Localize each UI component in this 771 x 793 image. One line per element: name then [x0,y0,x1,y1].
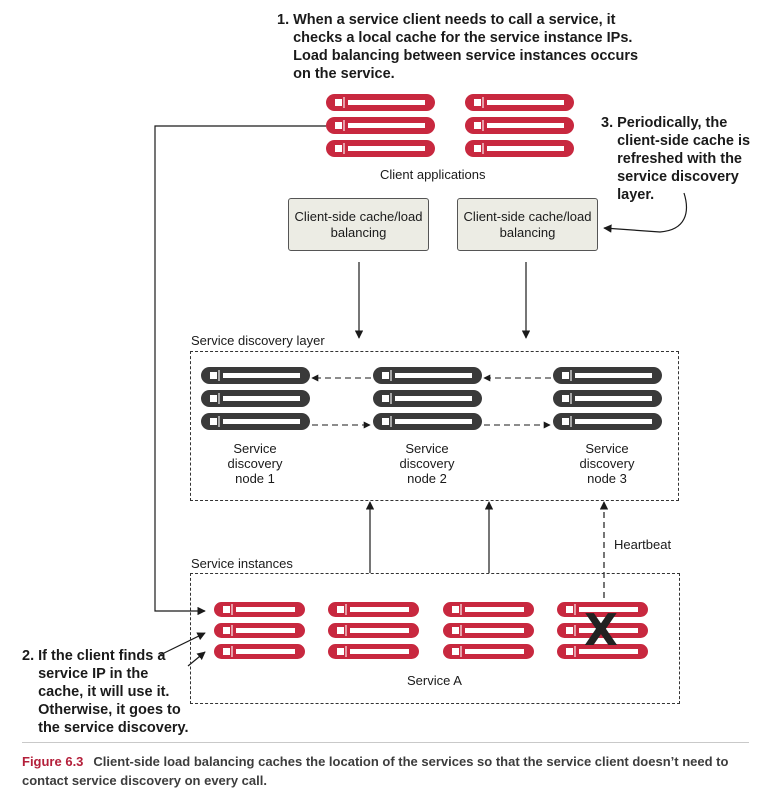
server-unit [326,94,435,111]
service-instance-2 [328,602,419,659]
server-unit [465,117,574,134]
service-instance-3 [443,602,534,659]
discovery-layer-box [190,351,679,501]
client-app-server-1 [326,94,435,157]
service-a-label: Service A [407,673,462,688]
failed-instance-x-mark: X [584,605,618,656]
client-cache-box-1: Client-side cache/load balancing [288,198,429,251]
heartbeat-label: Heartbeat [614,537,672,552]
step2-arrow-top [159,632,206,656]
discovery-node-2-label: Service discovery node 2 [399,441,455,486]
server-unit [373,367,482,384]
server-unit [557,602,648,617]
service-instances-box [190,573,680,704]
annotation-step-1: 1. When a service client needs to call a… [277,12,639,82]
server-unit [553,413,662,430]
server-unit [553,367,662,384]
annotation-step-2: 2. If the client finds a service IP in t… [22,648,189,736]
figure-number: Figure 6.3 [22,754,84,769]
service-instance-1 [214,602,305,659]
discovery-layer-label: Service discovery layer [191,333,325,348]
server-unit [443,623,534,638]
server-unit [465,140,574,157]
service-instances-label: Service instances [191,556,293,571]
server-unit [214,623,305,638]
server-unit [373,390,482,407]
server-unit [328,623,419,638]
caption-rule [22,742,749,743]
server-unit [214,602,305,617]
server-unit [326,117,435,134]
client-applications-label: Client applications [380,167,486,182]
server-unit [326,140,435,157]
server-unit [328,602,419,617]
discovery-node-3-server [553,367,662,430]
server-unit [465,94,574,111]
client-to-instance-line [154,125,326,616]
server-unit [201,367,310,384]
server-unit [557,623,648,638]
discovery-node-1-label: Service discovery node 1 [227,441,283,486]
discovery-node-1-server [201,367,310,430]
discovery-node-3-label: Service discovery node 3 [579,441,635,486]
discovery-node-2-server [373,367,482,430]
server-unit [201,390,310,407]
service-instance-4-failed [557,602,648,659]
server-unit [328,644,419,659]
annotation-step-3: 3. Periodically, the client-side cache i… [601,115,751,203]
client-app-server-2 [465,94,574,157]
server-unit [443,602,534,617]
server-unit [214,644,305,659]
server-unit [553,390,662,407]
server-unit [443,644,534,659]
server-unit [557,644,648,659]
caption-text: Client-side load balancing caches the lo… [22,754,729,788]
refresh-arrow [603,192,687,233]
server-unit [201,413,310,430]
server-unit [373,413,482,430]
client-cache-box-2: Client-side cache/load balancing [457,198,598,251]
